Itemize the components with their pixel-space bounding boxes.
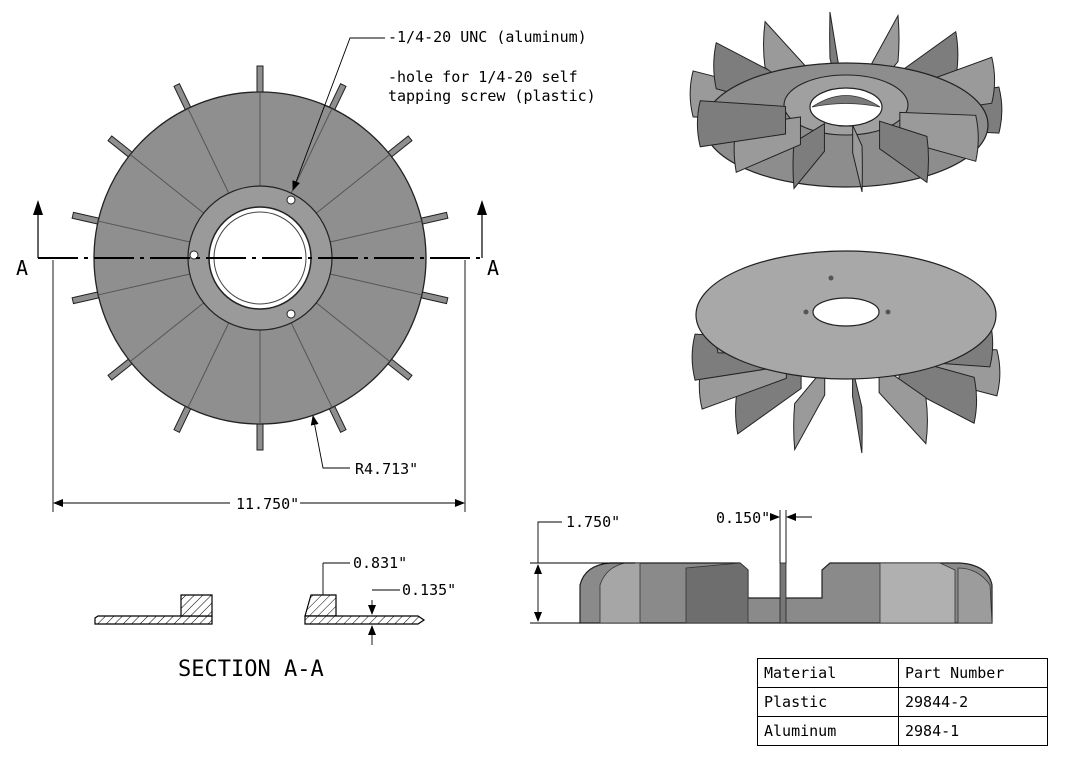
side-view: 1.750" 0.150" (530, 509, 993, 624)
hole-note-line2: tapping screw (plastic) (388, 87, 596, 105)
front-view: A A -1/4-20 UNC (aluminum) -hole for 1/4… (16, 28, 596, 513)
iso-bottom-bore (812, 297, 880, 327)
section-marker-right: A (487, 256, 499, 280)
radius-dimension: R4.713" (355, 460, 418, 478)
iso-fan-blade (852, 124, 863, 193)
iso-fan-blade (879, 120, 929, 184)
fan-blade-rib (129, 154, 205, 214)
iso-view-top (689, 11, 1003, 193)
iso-fan-blade (899, 111, 979, 162)
iso-fan-blade (852, 368, 863, 454)
iso-fan-blade (696, 100, 787, 148)
fan-blade-rib (187, 322, 230, 408)
hub-height-dimension: 0.831" (353, 554, 407, 572)
iso-view-bottom (691, 250, 1001, 454)
bom-material-cell: Plastic (757, 687, 899, 717)
iso-top-bore-wall (811, 95, 881, 108)
fan-blade-rib (98, 220, 190, 243)
section-title: SECTION A-A (178, 657, 324, 682)
fan-blade-rib (187, 108, 230, 194)
height-leader (537, 521, 562, 563)
iso-bottom-hole-1 (828, 275, 834, 281)
side-center-blade (779, 562, 787, 624)
table-row: Plastic 29844-2 (757, 687, 1048, 717)
iso-bottom-hole-3 (885, 309, 891, 315)
iso-fan-blade (898, 355, 978, 424)
section-left-web (94, 615, 213, 625)
fan-blade-rib (290, 322, 333, 408)
section-right-hub (304, 594, 337, 617)
fan-blade-rib (315, 154, 391, 214)
fan-blade-rib (98, 273, 190, 296)
section-marker-left: A (16, 256, 28, 280)
section-left-hub (180, 594, 213, 617)
bom-header-material: Material (757, 658, 899, 688)
mount-hole-top (286, 195, 296, 205)
bom-table: Material Part Number Plastic 29844-2 Alu… (757, 658, 1048, 746)
fan-blade-rib (330, 273, 422, 296)
side-blade-shade-4 (957, 567, 993, 624)
bom-part-number-cell: 29844-2 (898, 687, 1048, 717)
front-blade-ribs (98, 92, 422, 424)
bom-part-number-cell: 2984-1 (898, 716, 1048, 746)
section-right-web (304, 615, 426, 625)
iso-bottom-hole-2 (803, 309, 809, 315)
fan-blade-rib (315, 302, 391, 362)
bom-header-part-number: Part Number (898, 658, 1048, 688)
height-dimension: 1.750" (566, 513, 620, 531)
note-leader (292, 37, 385, 191)
blade-thickness-dimension: 0.150" (716, 509, 770, 527)
table-row: Aluminum 2984-1 (757, 716, 1048, 746)
bom-header-row: Material Part Number (757, 658, 1048, 688)
disc-thickness-dimension: 0.135" (402, 581, 456, 599)
section-view: 0.831" 0.135" SECTION A-A (94, 554, 456, 682)
mount-hole-bottom (286, 309, 296, 319)
iso-fan-blade (878, 364, 928, 445)
diameter-dimension: 11.750" (236, 495, 299, 513)
bom-material-cell: Aluminum (757, 716, 899, 746)
fan-blade-rib (129, 302, 205, 362)
section-arrow-left-head (33, 200, 43, 215)
side-blade-shade-2 (685, 562, 749, 624)
radius-leader (310, 415, 350, 469)
iso-top-front-blades (696, 100, 979, 193)
section-arrow-right-head (477, 200, 487, 215)
hole-note-line1: -hole for 1/4-20 self (388, 68, 578, 86)
fan-blade-rib (330, 220, 422, 243)
side-blade-shade-3 (879, 562, 956, 624)
iso-fan-blade (793, 366, 826, 452)
thread-note: -1/4-20 UNC (aluminum) (388, 28, 587, 46)
fan-blade-rib (290, 108, 333, 194)
iso-top-bore (809, 87, 883, 127)
